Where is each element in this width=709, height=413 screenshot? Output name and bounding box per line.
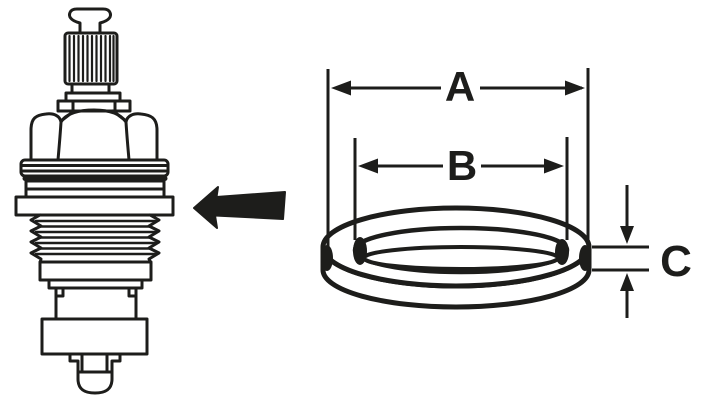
valve-lower-stem	[54, 286, 138, 321]
valve-dome-tip	[76, 370, 114, 395]
valve-flange	[19, 158, 170, 178]
valve-shoulder	[14, 195, 175, 217]
dim-c-extension-lines	[592, 245, 649, 272]
dimension-b: B	[353, 137, 569, 240]
stem-notches	[54, 286, 138, 298]
valve-thread-lines	[34, 219, 157, 256]
hex-nut-facet-lines	[56, 109, 131, 162]
dim-a-extension-lines	[326, 68, 590, 248]
left-arrow-icon	[193, 186, 286, 229]
washer-edge-shade-right	[579, 245, 591, 271]
dim-c-label: C	[660, 237, 692, 286]
washer-illustration	[320, 205, 592, 310]
flange-ridges	[20, 164, 169, 173]
dim-c-arrowheads	[620, 226, 634, 291]
washer-edge-shade-left	[321, 245, 333, 271]
dim-b-extension-lines	[353, 137, 569, 240]
valve-threads-right	[147, 213, 161, 265]
valve-hex-nut	[29, 108, 159, 162]
washer-hole-bottom	[362, 245, 560, 271]
collar-facets	[71, 99, 117, 113]
valve-jumper-nut	[68, 352, 122, 374]
valve-lower-band	[38, 260, 153, 282]
dim-b-label: B	[447, 142, 477, 189]
valve-threads-left	[29, 213, 43, 265]
valve-washer-block	[40, 317, 149, 356]
dimension-c: C	[592, 185, 692, 318]
dim-a-label: A	[445, 63, 475, 110]
transfer-arrow	[193, 186, 286, 229]
valve-illustration	[14, 7, 175, 395]
spindle-knurling	[68, 34, 115, 83]
dimension-a: A	[326, 63, 590, 248]
valve-knob	[68, 7, 112, 35]
